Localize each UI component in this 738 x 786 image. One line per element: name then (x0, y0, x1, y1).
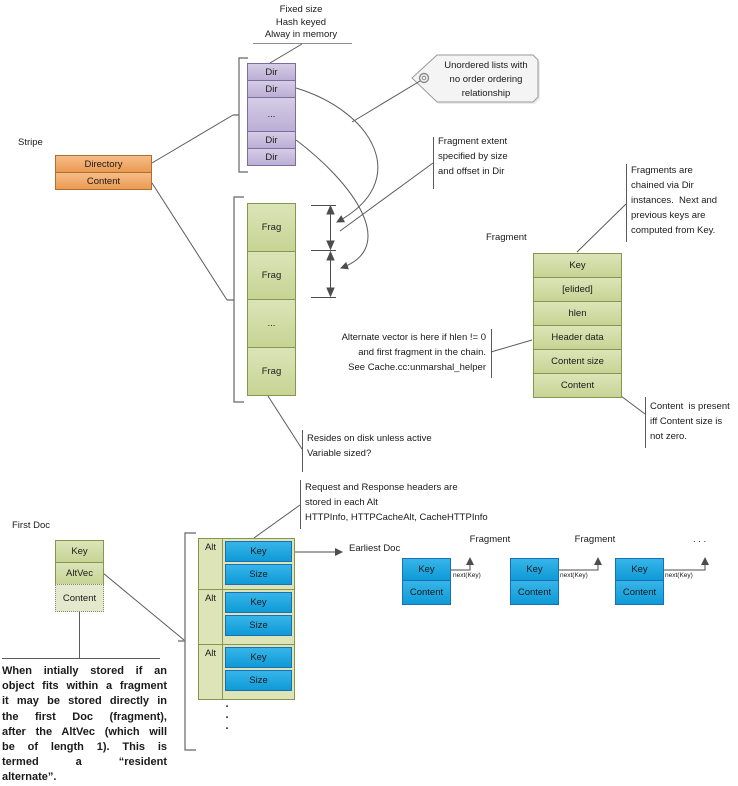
first-doc-row-content: Content (55, 584, 104, 612)
fragment-row-content: Content (533, 373, 622, 398)
dir-stack: Dir Dir ... Dir Dir (247, 63, 296, 166)
frag-row: Frag (247, 203, 296, 252)
chain-arrow-2 (559, 557, 602, 571)
alt-entry-label: Alt (199, 539, 223, 590)
dir-to-extent-curve-2 (295, 139, 369, 270)
content-present-note: Content is present iff Content size is n… (650, 401, 730, 442)
doc-chain-box: Key Content (510, 558, 559, 605)
frag-row: Frag (247, 347, 296, 396)
frag-row: Frag (247, 251, 296, 300)
alt-size-cell: Size (225, 615, 292, 637)
fragment-row-key: Key (533, 253, 622, 278)
fragment-row-elided: [elided] (533, 277, 622, 302)
alt-entry-label: Alt (199, 644, 223, 699)
resides-on-disk-note: Resides on disk unless active Variable s… (307, 433, 432, 459)
doc-key-cell: Key (402, 558, 451, 581)
dir-row: Dir (247, 63, 296, 81)
alt-vector-ellipsis: . . . (225, 698, 229, 732)
dir-to-extent-curve-1 (295, 87, 379, 223)
alt-vector-table: Alt Key Size Alt Key Size Alt Key Size (198, 538, 295, 700)
alt-entry: Alt Key Size (199, 590, 294, 645)
chain-target-label: Fragment (469, 534, 511, 545)
dir-row: Dir (247, 131, 296, 149)
directory-to-dir-line (151, 114, 234, 164)
resident-alternate-note: When intially stored if an object fits w… (2, 665, 167, 784)
dir-row: Dir (247, 80, 296, 98)
dir-stack-bracket (233, 57, 248, 173)
chain-target-label: Fragment (574, 534, 616, 545)
fragments-chained-note: Fragments are chained via Dir instances.… (631, 165, 718, 236)
dir-properties-note: Fixed size Hash keyed Alway in memory (264, 4, 338, 41)
next-key-label: next(Key) (560, 572, 588, 579)
alt-entry: Alt Key Size (199, 539, 294, 591)
frag-stack: Frag Frag ... Frag (247, 203, 296, 396)
altvec-note-connector (490, 339, 533, 353)
next-key-label: next(Key) (665, 572, 693, 579)
alt-size-cell: Size (225, 669, 292, 691)
alt-entry: Alt Key Size (199, 644, 294, 699)
fragment-table: Key [elided] hlen Header data Content si… (533, 253, 622, 398)
stripe-label: Stripe (18, 137, 43, 148)
request-response-note: Request and Response headers are stored … (305, 482, 488, 523)
content-note-connector (620, 395, 646, 415)
earliest-doc-label: Earliest Doc (349, 543, 401, 554)
chain-target-ellipsis: . . . (693, 534, 707, 545)
extent-arrows (311, 204, 336, 298)
fragment-row-contentsize: Content size (533, 349, 622, 374)
unordered-tag-note: Unordered lists with no order ordering r… (444, 60, 528, 99)
fragment-row-hlen: hlen (533, 301, 622, 326)
dir-row: Dir (247, 148, 296, 166)
chained-note-connector (576, 203, 627, 253)
request-note-connector (253, 504, 301, 539)
first-doc-label: First Doc (12, 520, 50, 531)
resides-note-connector (267, 395, 303, 450)
doc-content-cell: Content (615, 580, 664, 605)
first-doc-box: Key AltVec Content (55, 540, 104, 612)
first-doc-row-key: Key (55, 540, 104, 563)
alt-size-cell: Size (225, 564, 292, 585)
altvec-to-bracket-line (102, 572, 185, 641)
doc-chain-box: Key Content (615, 558, 664, 605)
stripe-box: Directory Content (55, 155, 152, 190)
frag-stack-bracket (227, 196, 244, 403)
doc-key-cell: Key (510, 558, 559, 581)
fragment-table-title: Fragment (486, 232, 527, 243)
first-doc-row-altvec: AltVec (55, 562, 104, 585)
stripe-row-content: Content (55, 172, 152, 190)
dir-row-ellipsis: ... (247, 97, 296, 132)
alt-key-cell: Key (225, 646, 292, 668)
alt-entry-label: Alt (199, 590, 223, 644)
extent-note-connector (339, 162, 434, 232)
doc-content-cell: Content (510, 580, 559, 605)
chain-arrow-3 (663, 557, 709, 571)
alt-vector-bracket (178, 532, 196, 751)
content-to-frag-line (151, 182, 228, 301)
doc-key-cell: Key (615, 558, 664, 581)
alternate-vector-note: Alternate vector is here if hlen != 0 an… (341, 332, 486, 373)
chain-arrow-1 (451, 557, 474, 571)
tag-grommet-inner (421, 75, 427, 81)
stripe-row-directory: Directory (55, 155, 152, 173)
frag-row-ellipsis: ... (247, 299, 296, 348)
doc-chain-box: Key Content (402, 558, 451, 605)
tag-grommet-outer (418, 72, 430, 84)
fragment-extent-note: Fragment extent specified by size and of… (438, 136, 508, 177)
alt-key-cell: Key (225, 592, 292, 614)
top-note-connector (269, 43, 303, 64)
fragment-row-headerdata: Header data (533, 325, 622, 350)
tag-connector (351, 80, 421, 123)
next-key-label: next(Key) (453, 572, 481, 579)
doc-content-cell: Content (402, 580, 451, 605)
alt-key-cell: Key (225, 541, 292, 562)
